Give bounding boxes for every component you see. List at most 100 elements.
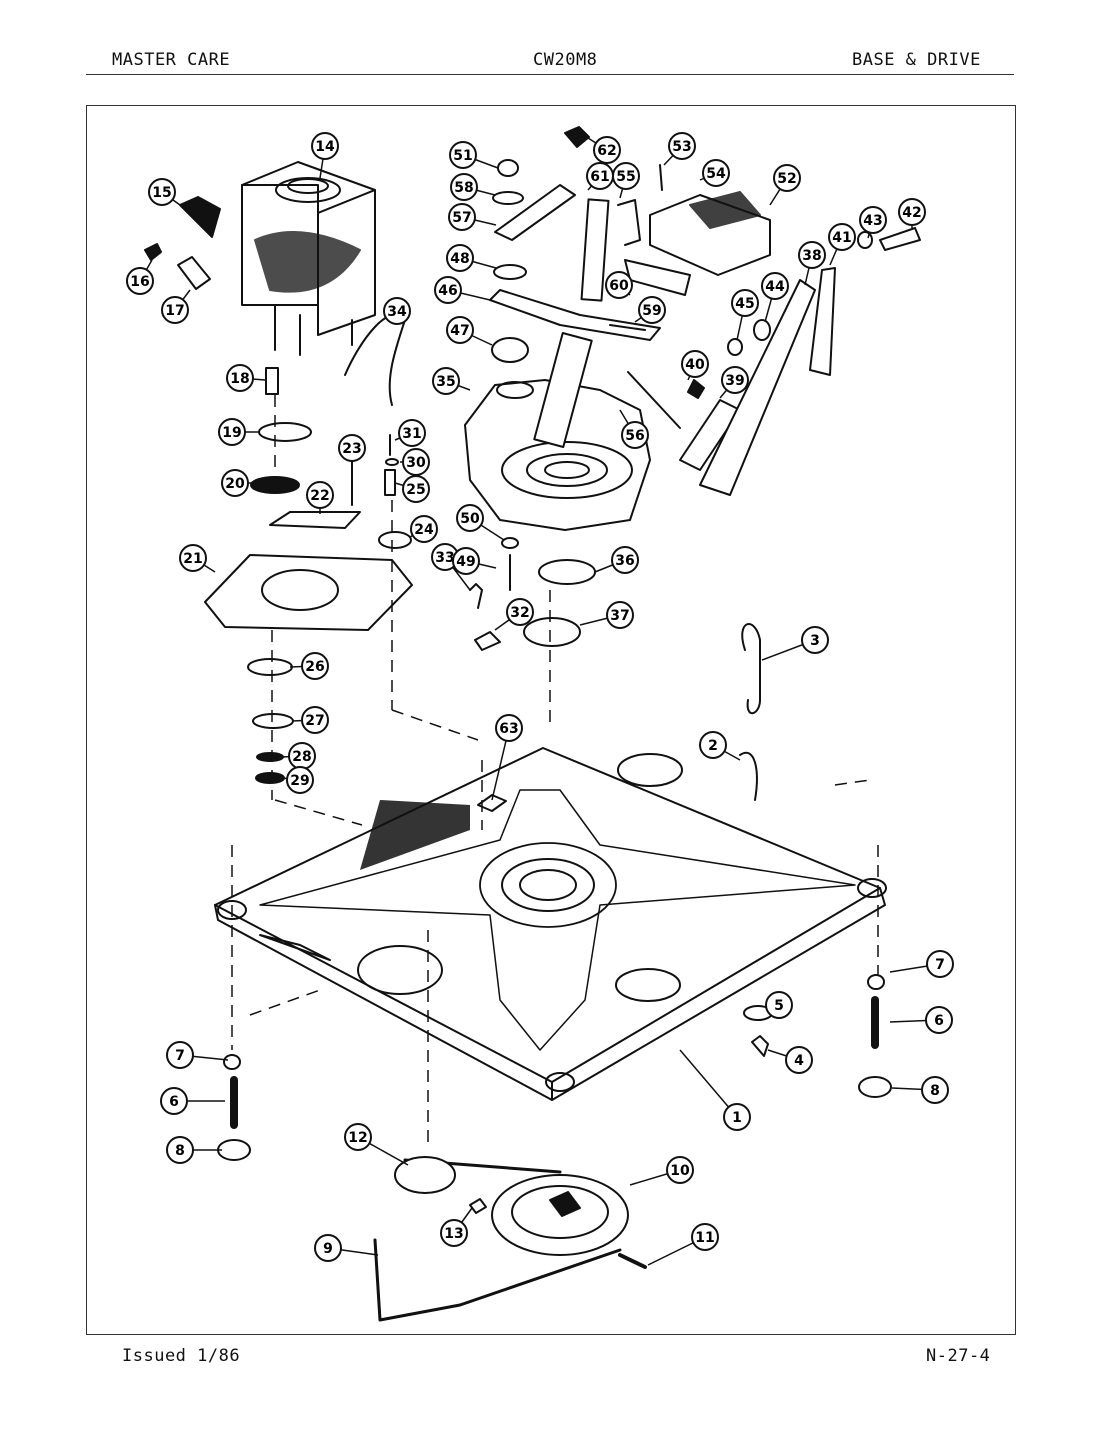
callout-15: 15 [148,178,181,206]
callout-63: 63 [491,714,523,801]
callout-bubble [721,366,749,394]
callout-number: 39 [725,373,744,389]
callout-bubble [785,1046,813,1074]
callout-32: 32 [494,598,534,631]
callout-59: 59 [634,296,666,324]
callout-number: 55 [616,169,635,185]
callout-leader-line [679,1049,738,1118]
callout-bubble [410,515,438,543]
callout-7: 7 [166,1041,229,1069]
callout-53: 53 [663,132,696,166]
callout-number: 46 [438,283,457,299]
callout-17: 17 [161,289,191,324]
callout-number: 38 [802,248,821,264]
callout-bubble [344,1123,372,1151]
callout-22: 22 [306,481,334,514]
callout-number: 37 [610,608,629,624]
callout-number: 9 [323,1241,333,1257]
callout-bubble [448,203,476,231]
part-21-bracket-shape [204,554,413,631]
callout-number: 53 [672,139,691,155]
callout-layer: 1234566778891011121314151617181920212223… [126,132,954,1266]
part-11-bolt-shape [618,1253,647,1269]
callout-number: 40 [685,357,705,373]
callout-bubble [638,296,666,324]
callout-43: 43 [859,206,887,239]
callout-bubble [691,1223,719,1251]
callout-number: 63 [499,721,518,737]
part-2-spring-shape [739,751,758,801]
base-plate-drawing [214,747,887,1101]
callout-23: 23 [338,434,366,462]
part-55-shape [617,199,641,246]
callout-number: 2 [708,738,718,754]
header-section-title: BASE & DRIVE [852,50,981,70]
callout-bubble [450,173,478,201]
callout-number: 4 [794,1053,804,1069]
callout-56: 56 [619,409,649,449]
part-60-shape [624,259,691,296]
callout-number: 21 [183,551,202,567]
callout-number: 32 [510,605,529,621]
part-58-shape [492,191,524,205]
callout-28: 28 [281,742,316,770]
part-7-left-shape [223,1054,241,1070]
callout-37: 37 [579,601,634,629]
callout-number: 30 [406,455,426,471]
callout-bubble [226,364,254,392]
callout-number: 3 [810,633,820,649]
header-left-title: MASTER CARE [112,50,231,70]
part-10-pulley-shape [491,1174,629,1256]
part-8-left-shape [217,1139,251,1161]
callout-25: 25 [394,475,430,503]
callout-16: 16 [126,259,154,295]
callout-52: 52 [769,164,801,206]
callout-bubble [161,296,189,324]
part-48-shape [493,264,527,280]
part-43-shape [857,231,873,249]
callout-bubble [801,626,829,654]
callout-29: 29 [281,766,314,794]
callout-number: 35 [436,374,455,390]
callout-number: 13 [444,1226,463,1242]
callout-bubble [921,1076,949,1104]
callout-bubble [166,1041,194,1069]
callout-number: 7 [935,957,945,973]
callout-number: 56 [625,428,644,444]
callout-number: 62 [597,143,616,159]
callout-number: 18 [230,371,249,387]
callout-bubble [446,316,474,344]
part-17-shape [144,243,162,261]
callout-number: 6 [934,1013,944,1029]
callout-number: 23 [342,441,361,457]
part-25-shape [384,469,396,496]
callout-1: 1 [679,1049,751,1131]
part-57-arm-shape [494,184,576,241]
part-61-shape [580,198,610,302]
callout-number: 27 [305,713,324,729]
callout-number: 20 [225,476,245,492]
callout-number: 34 [387,304,407,320]
callout-number: 8 [930,1083,940,1099]
part-38-shape [699,279,816,496]
transmission-housing-drawing [464,331,651,531]
callout-number: 22 [310,488,329,504]
callout-number: 8 [175,1143,185,1159]
callout-20: 20 [221,469,253,497]
part-37-ring-shape [523,617,581,647]
callout-51: 51 [449,141,499,169]
callout-bubble [611,546,639,574]
callout-number: 28 [292,749,311,765]
callout-5: 5 [765,991,793,1019]
callout-bubble [773,164,801,192]
callout-bubble [432,367,460,395]
callout-number: 17 [165,303,184,319]
part-26-shape [247,658,293,676]
callout-number: 50 [460,511,480,527]
part-36-bearing-shape [538,559,596,585]
callout-number: 57 [452,210,471,226]
callout-54: 54 [699,159,730,187]
callout-bubble [286,766,314,794]
part-24-shape [378,531,412,549]
